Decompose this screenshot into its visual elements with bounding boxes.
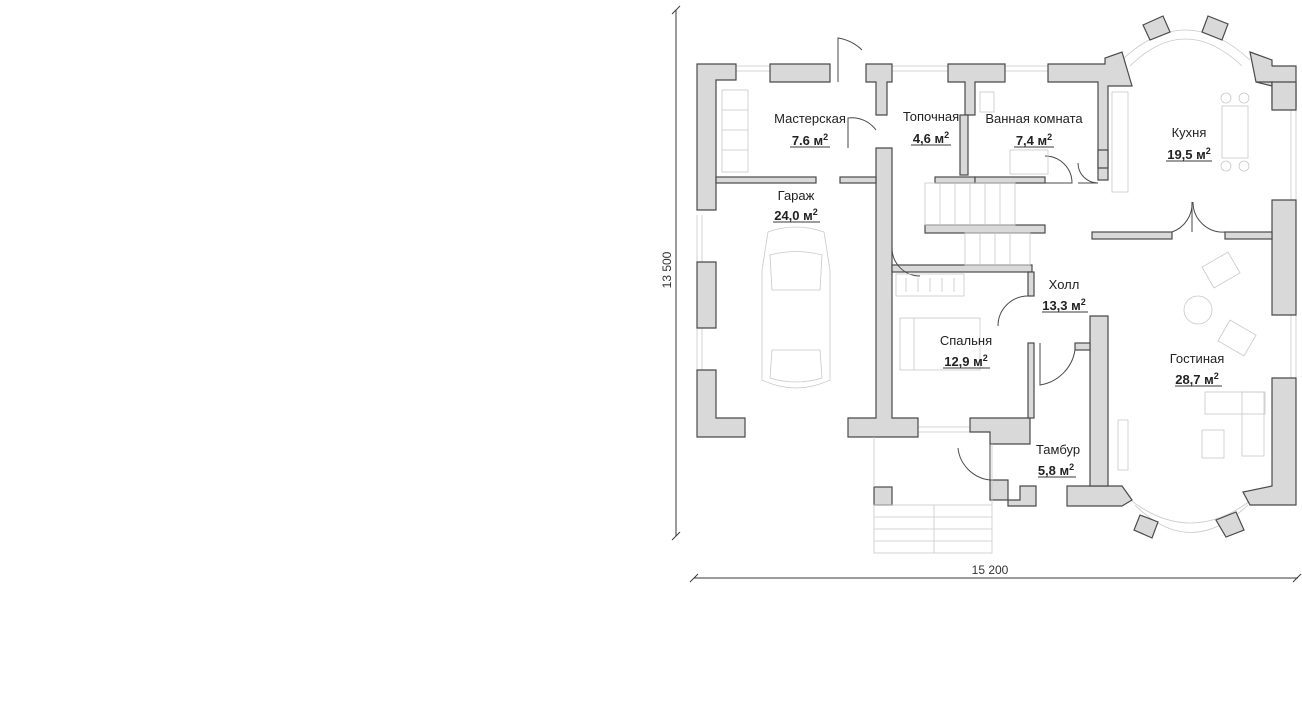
doors [837,37,1226,481]
room-name: Мастерская [774,111,846,126]
room-area-sup: 2 [1214,371,1219,381]
room-area-sup: 2 [1069,462,1074,472]
room-name: Тамбур [1036,442,1080,457]
svg-text:7.6 м2: 7.6 м2 [792,132,828,148]
room-name: Кухня [1172,125,1207,140]
room-label-topochnaya: Топочная 4,6 м2 [903,109,959,146]
windows [696,29,1297,533]
room-area: 7,4 м [1016,133,1047,148]
room-area: 24,0 м [774,208,813,223]
svg-text:4,6 м2: 4,6 м2 [913,130,949,146]
room-label-masterskaya: Мастерская 7.6 м2 [774,111,846,148]
room-area: 5,8 м [1038,463,1069,478]
room-area: 12,9 м [944,354,983,369]
room-label-vannaya: Ванная комната 7,4 м2 [985,111,1083,148]
svg-text:24,0 м2: 24,0 м2 [774,207,818,223]
dimension-lines [671,5,1302,583]
room-label-kukhnya: Кухня 19,5 м2 [1167,125,1211,162]
room-area-sup: 2 [1081,297,1086,307]
room-area: 7.6 м [792,133,823,148]
room-area: 28,7 м [1175,372,1214,387]
room-name: Гараж [778,188,815,203]
room-area-sup: 2 [813,207,818,217]
furniture [761,91,1266,471]
room-label-tambur: Тамбур 5,8 м2 [1036,442,1080,478]
room-name: Спальня [940,333,992,348]
room-name: Ванная комната [985,111,1083,126]
room-area: 19,5 м [1167,147,1206,162]
room-label-garazh: Гараж 24,0 м2 [774,188,818,223]
room-area-sup: 2 [1206,146,1211,156]
room-label-gostinaya: Гостиная 28,7 м2 [1170,351,1225,387]
room-name: Гостиная [1170,351,1225,366]
svg-text:19,5 м2: 19,5 м2 [1167,146,1211,162]
svg-text:13,3 м2: 13,3 м2 [1042,297,1086,313]
walls [696,15,1297,539]
room-area-sup: 2 [944,130,949,140]
width-dimension: 15 200 [972,563,1009,577]
room-area-sup: 2 [983,353,988,363]
svg-text:12,9 м2: 12,9 м2 [944,353,988,369]
svg-text:5,8 м2: 5,8 м2 [1038,462,1074,478]
room-area: 13,3 м [1042,298,1081,313]
height-dimension: 13 500 [660,251,674,288]
svg-text:7,4 м2: 7,4 м2 [1016,132,1052,148]
room-name: Топочная [903,109,959,124]
room-label-spalnya: Спальня 12,9 м2 [940,333,992,369]
room-name: Холл [1049,277,1080,292]
room-area-sup: 2 [823,132,828,142]
svg-text:28,7 м2: 28,7 м2 [1175,371,1219,387]
room-area: 4,6 м [913,131,944,146]
stairs [721,89,1031,554]
room-area-sup: 2 [1047,132,1052,142]
area-underlines [773,144,1222,478]
room-label-kholl: Холл 13,3 м2 [1042,277,1086,313]
